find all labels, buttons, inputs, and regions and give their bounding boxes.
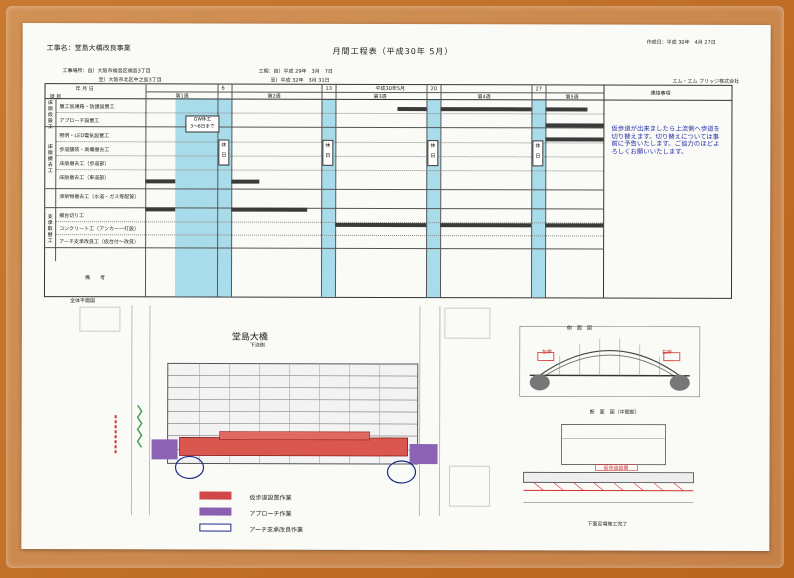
week-2: 第2週 [267,93,281,100]
project-label: 工事名：堂島大橋改良事業 [46,44,131,53]
schedule-bar [440,107,532,112]
monthly-schedule-table: 平成30年5月 年 月 日 項 目 第1週 6 第2週 13 第3週 20 第4… [43,83,733,299]
legend-walkway: 仮歩道設置作業 [249,494,292,502]
schedule-bar [545,137,604,142]
schedule-bar [145,179,176,184]
right-bank-label: 右岸 [661,349,672,356]
task-8: 横台切り工 [59,213,85,220]
cross-section-drawing [523,424,694,504]
legend-swatch-approach [199,507,232,516]
task-2: アプローチ設置工 [59,118,100,125]
downstream-label: 下流側 [249,342,265,349]
holiday-box-13: 休日 [322,139,334,166]
day-27: 27 [535,86,542,93]
item-label: 項 目 [49,94,62,101]
week-4: 第4週 [477,94,491,101]
holiday-column-27 [530,99,546,298]
task-9: コンクリート工（アンカー一打設） [59,226,139,233]
week-5: 第5週 [565,94,579,101]
side-elevation-drawing [519,326,701,398]
category-2: 床版撤去工 [47,144,53,175]
year-month-label: 年 月 日 [75,86,94,93]
holiday-column-13 [320,98,336,297]
week-3: 第3週 [373,93,387,100]
location-from: 工事場所：自）大阪市福島区福島3丁目 [62,68,151,75]
notes-header: 連絡事項 [650,90,671,97]
schedule-bar [145,207,176,212]
task-6: 床版撤去工（車道部） [59,175,110,182]
schedule-bar [440,223,532,228]
schedule-bar [545,123,604,128]
week-1: 第1週 [175,93,189,100]
plan-section-label: 全体平面図 [69,298,95,305]
legend-swatch-walkway [199,491,232,500]
schedule-bar [545,107,588,112]
holiday-box-6: 休日 [218,139,230,166]
legend-approach: アプローチ作業 [249,510,292,518]
category-1: 床版仮設工 [47,100,53,131]
gw-closure-box: GW休工 3～6日まで [185,115,220,133]
schedule-bar [397,107,427,112]
period-from: 工期：自）平成 29年 3月 7日 [258,68,333,75]
task-4: 歩道舗装・高欄撤去工 [59,147,110,154]
task-5: 床版撤去工（歩道部） [59,161,110,168]
temp-walkway-label: 仮歩道設置 [603,465,629,472]
day-13: 13 [325,85,332,92]
schedule-bar [335,222,427,228]
remarks-label: 備 考 [85,275,106,282]
plan-view-drawing [79,305,491,517]
left-bank-label: 左岸 [541,349,552,356]
schedule-title: 月間工程表（平成30年 5月） [332,46,454,57]
schedule-bar [545,223,604,228]
task-3: 照明・LED電気設置工 [59,133,110,140]
schedule-sheet: 工事名：堂島大橋改良事業 月間工程表（平成30年 5月） 作成日：平成 30年 … [21,23,771,551]
holiday-column-20 [425,99,441,298]
holiday-box-27: 休日 [532,140,544,167]
legend-bearing: アーチ支承改良作業 [249,526,304,534]
cross-section-title: 断 面 図（中間部） [589,409,640,416]
side-elevation-title: 側 面 図 [566,325,592,332]
task-7: 添架物撤去工（水道・ガス等配管） [59,194,140,201]
month-header: 平成30年5月 [375,85,406,93]
notice-text: 仮歩道が出来ましたら上流側へ歩道を切り替えます。切り替えについては事前に予告いた… [611,124,721,156]
schedule-bar [231,179,260,184]
task-1: 腹工仮通路・防護設置工 [59,104,115,111]
holiday-box-20: 休日 [427,140,439,167]
day-6: 6 [221,85,225,92]
created-date: 作成日：平成 30年 4月 27日 [646,39,716,46]
legend-swatch-bearing [199,523,232,532]
task-10: アーチ支承改良工（仮台付～改良） [59,239,139,246]
category-3: 支承取替工 [47,214,53,245]
day-20: 20 [430,86,437,93]
schedule-bar [231,207,308,212]
lower-scaffold-caption: 下面足場施工完了 [587,521,628,528]
